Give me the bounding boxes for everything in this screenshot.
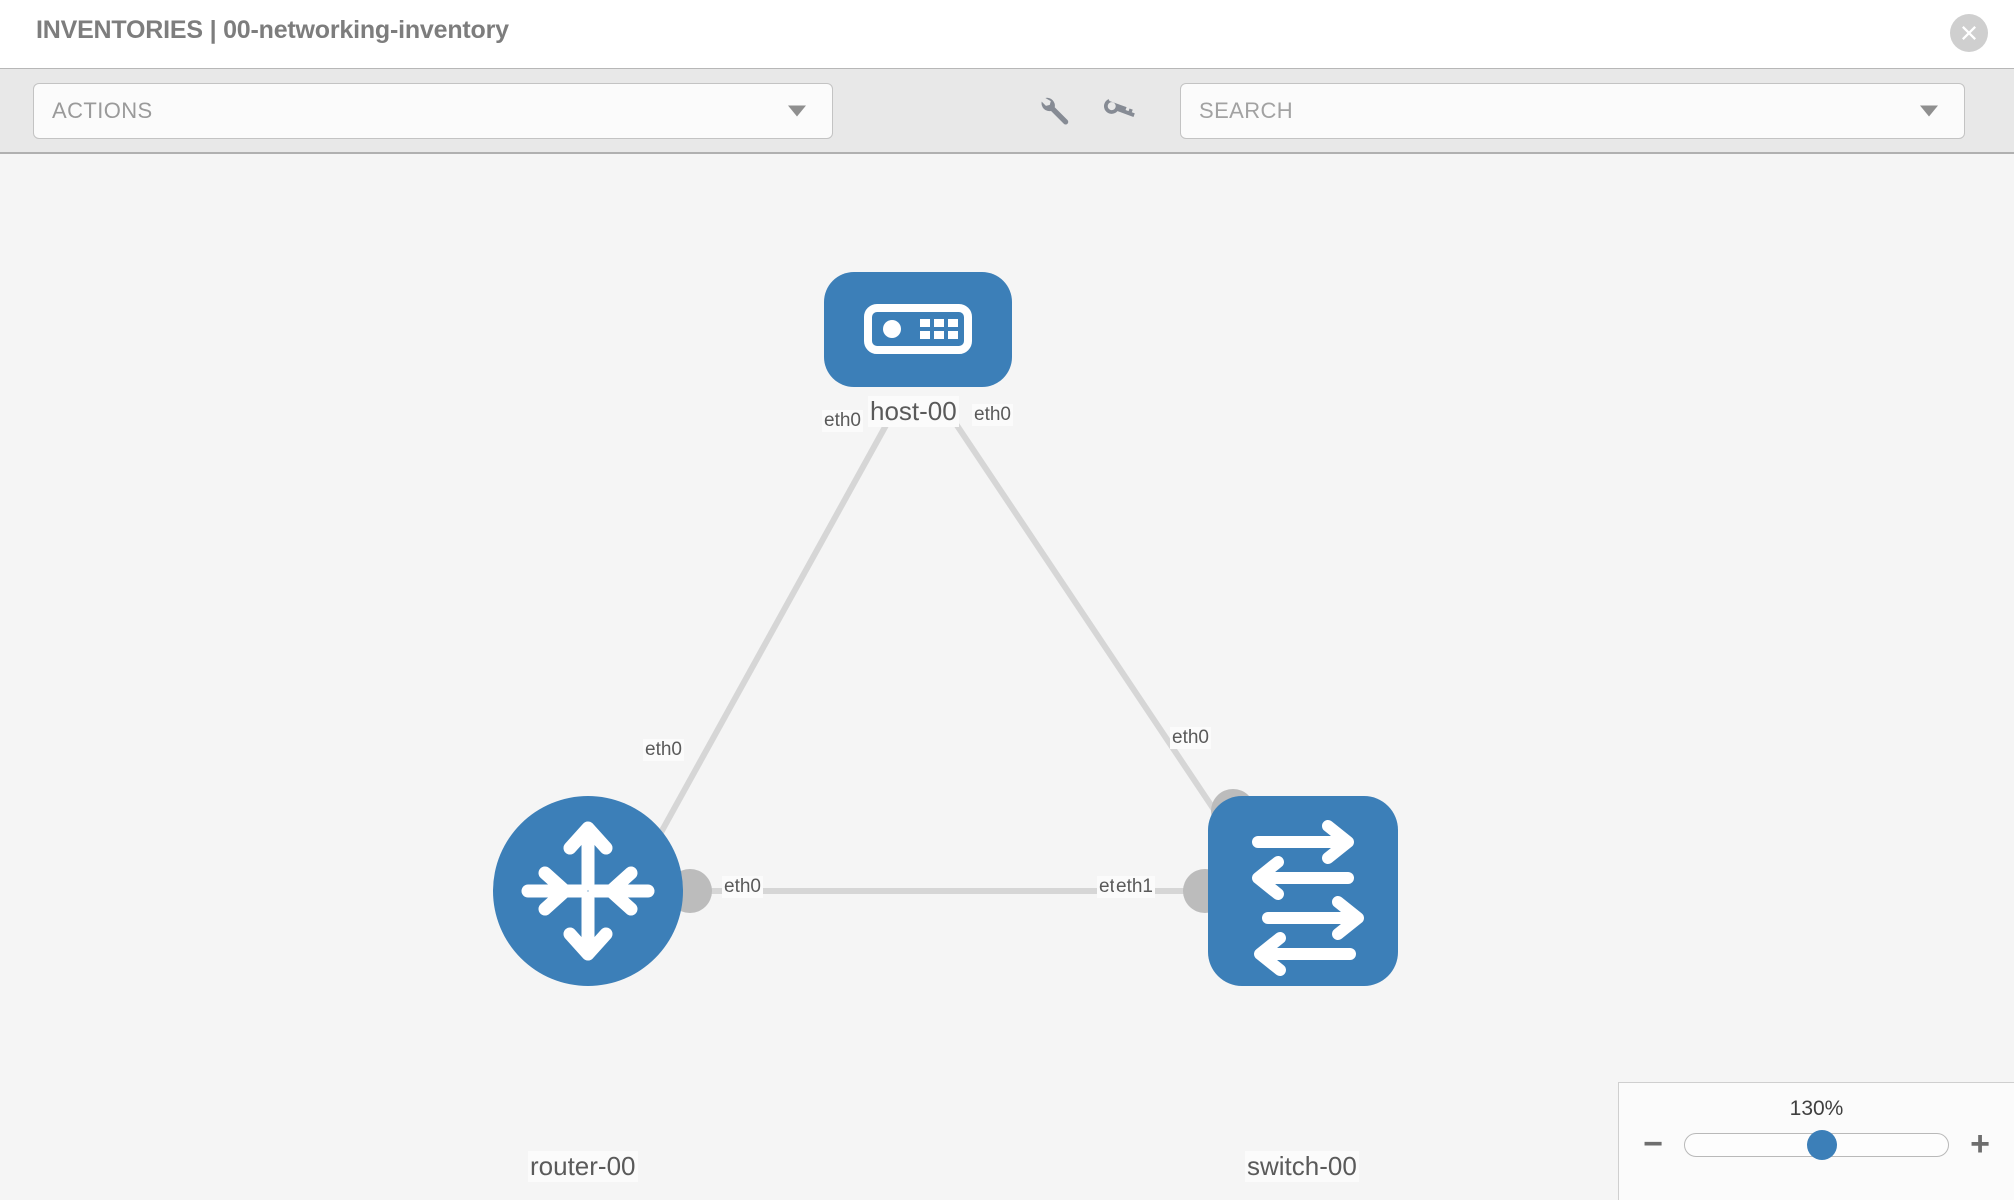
zoom-slider-thumb[interactable] — [1806, 1130, 1837, 1160]
server-icon — [864, 304, 972, 354]
key-icon[interactable] — [1102, 92, 1136, 126]
wrench-icon[interactable] — [1040, 92, 1074, 126]
iface-label: eth0 — [972, 404, 1013, 426]
node-label-host-00: host-00 — [868, 396, 959, 427]
zoom-level-value: 130% — [1789, 1097, 1844, 1120]
iface-label: eth0 — [722, 876, 763, 898]
search-placeholder: SEARCH — [1199, 98, 1294, 123]
chevron-down-icon — [788, 105, 806, 117]
iface-label: eth0 — [1170, 727, 1211, 749]
node-label-switch-00: switch-00 — [1245, 1151, 1359, 1182]
router-arrows-icon — [521, 821, 655, 961]
node-host-00[interactable] — [824, 272, 1012, 387]
zoom-slider[interactable] — [1684, 1130, 1949, 1160]
topology-graph — [493, 272, 1398, 986]
node-label-router-00: router-00 — [528, 1151, 638, 1182]
actions-dropdown-label: ACTIONS — [52, 98, 153, 123]
iface-label: eth0 — [643, 739, 684, 761]
topology-canvas[interactable]: host-00 router-00 switch-00 eth0 eth0 et… — [0, 156, 2014, 1200]
switch-arrows-icon — [1252, 820, 1364, 976]
toolbar-icon-group — [1040, 92, 1136, 126]
edge-group — [645, 416, 1248, 894]
close-button[interactable] — [1950, 14, 1988, 52]
search-input[interactable]: SEARCH — [1180, 83, 1965, 139]
chevron-down-icon[interactable] — [1920, 105, 1938, 117]
iface-label: eth0 — [822, 410, 863, 432]
app-header: INVENTORIES | 00-networking-inventory — [0, 0, 2014, 69]
close-circle-icon — [1962, 26, 1976, 40]
connector-group — [668, 334, 1255, 913]
page-title: INVENTORIES | 00-networking-inventory — [36, 16, 509, 44]
node-router-00[interactable] — [493, 796, 683, 986]
zoom-out-button[interactable]: − — [1643, 1125, 1663, 1164]
zoom-control-row: − + — [1619, 1125, 2014, 1164]
edge-router-host[interactable] — [645, 416, 893, 858]
zoom-control-panel: 130% − + — [1618, 1082, 2014, 1200]
node-switch-00[interactable] — [1208, 796, 1398, 986]
actions-dropdown[interactable]: ACTIONS — [33, 83, 833, 139]
edge-host-switch[interactable] — [949, 416, 1248, 858]
iface-label: eth1 — [1114, 876, 1155, 898]
zoom-in-button[interactable]: + — [1970, 1125, 1990, 1164]
